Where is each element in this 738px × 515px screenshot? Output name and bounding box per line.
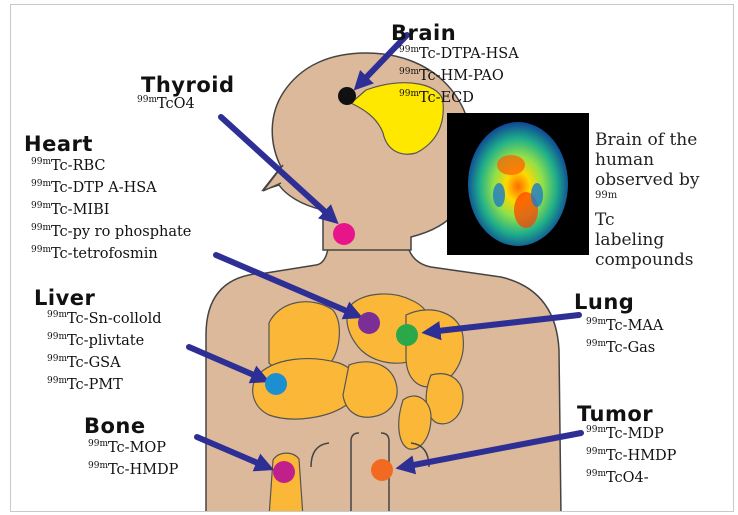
tumor-compound-list: 99mTc-MDP 99mTc-HMDP 99mTcO4-	[586, 423, 676, 489]
lung-compound: 99mTc-MAA	[586, 315, 663, 337]
heart-compound: 99mTc-py ro phosphate	[31, 221, 191, 243]
caption-line: compounds	[595, 250, 699, 270]
heart-compound-list: 99mTc-RBC 99mTc-DTP A-HSA 99mTc-MIBI 99m…	[31, 155, 191, 265]
brain-compound: 99mTc-DTPA-HSA	[399, 43, 519, 65]
liver-title: Liver	[34, 286, 95, 310]
liver-compound: 99mTc-Sn-collold	[47, 308, 162, 330]
bone-title: Bone	[84, 414, 146, 438]
brain-compound: 99mTc-HM-PAO	[399, 65, 519, 87]
brain-compound: 99mTc-ECD	[399, 87, 519, 109]
thyroid-compound-list: 99mTcO4	[137, 93, 195, 115]
stomach-organ	[343, 362, 397, 417]
heart-compound: 99mTc-DTP A-HSA	[31, 177, 191, 199]
lung-dot	[396, 324, 418, 346]
liver-compound: 99mTc-PMT	[47, 374, 162, 396]
heart-title: Heart	[24, 132, 93, 156]
thyroid-dot	[333, 223, 355, 245]
caption-line: Brain of the	[595, 130, 699, 150]
liver-compound: 99mTc-GSA	[47, 352, 162, 374]
brain-scan-image	[447, 113, 589, 255]
heart-compound: 99mTc-RBC	[31, 155, 191, 177]
lung-compound-list: 99mTc-MAA 99mTc-Gas	[586, 315, 663, 359]
heart-dot	[358, 312, 380, 334]
liver-compound-list: 99mTc-Sn-collold 99mTc-plivtate 99mTc-GS…	[47, 308, 162, 396]
thyroid-compound: 99mTcO4	[137, 93, 195, 115]
bone-compound: 99mTc-MOP	[88, 437, 178, 459]
bone-compound: 99mTc-HMDP	[88, 459, 178, 481]
figure-frame: Brain 99mTc-DTPA-HSA 99mTc-HM-PAO 99mTc-…	[10, 4, 734, 512]
tumor-dot	[371, 459, 393, 481]
caption-line: human	[595, 150, 699, 170]
tumor-compound: 99mTcO4-	[586, 467, 676, 489]
lung-compound: 99mTc-Gas	[586, 337, 663, 359]
brain-dot	[338, 87, 356, 105]
brain-title: Brain	[391, 21, 456, 45]
liver-compound: 99mTc-plivtate	[47, 330, 162, 352]
heart-compound: 99mTc-MIBI	[31, 199, 191, 221]
tumor-compound: 99mTc-MDP	[586, 423, 676, 445]
caption-line: observed by	[595, 170, 699, 190]
liver-dot	[265, 373, 287, 395]
spleen-organ	[426, 374, 463, 424]
tumor-compound: 99mTc-HMDP	[586, 445, 676, 467]
lung-title: Lung	[574, 290, 634, 314]
heart-compound: 99mTc-tetrofosmin	[31, 243, 191, 265]
bone-dot	[273, 461, 295, 483]
brain-compound-list: 99mTc-DTPA-HSA 99mTc-HM-PAO 99mTc-ECD	[399, 43, 519, 109]
bone-compound-list: 99mTc-MOP 99mTc-HMDP	[88, 437, 178, 481]
